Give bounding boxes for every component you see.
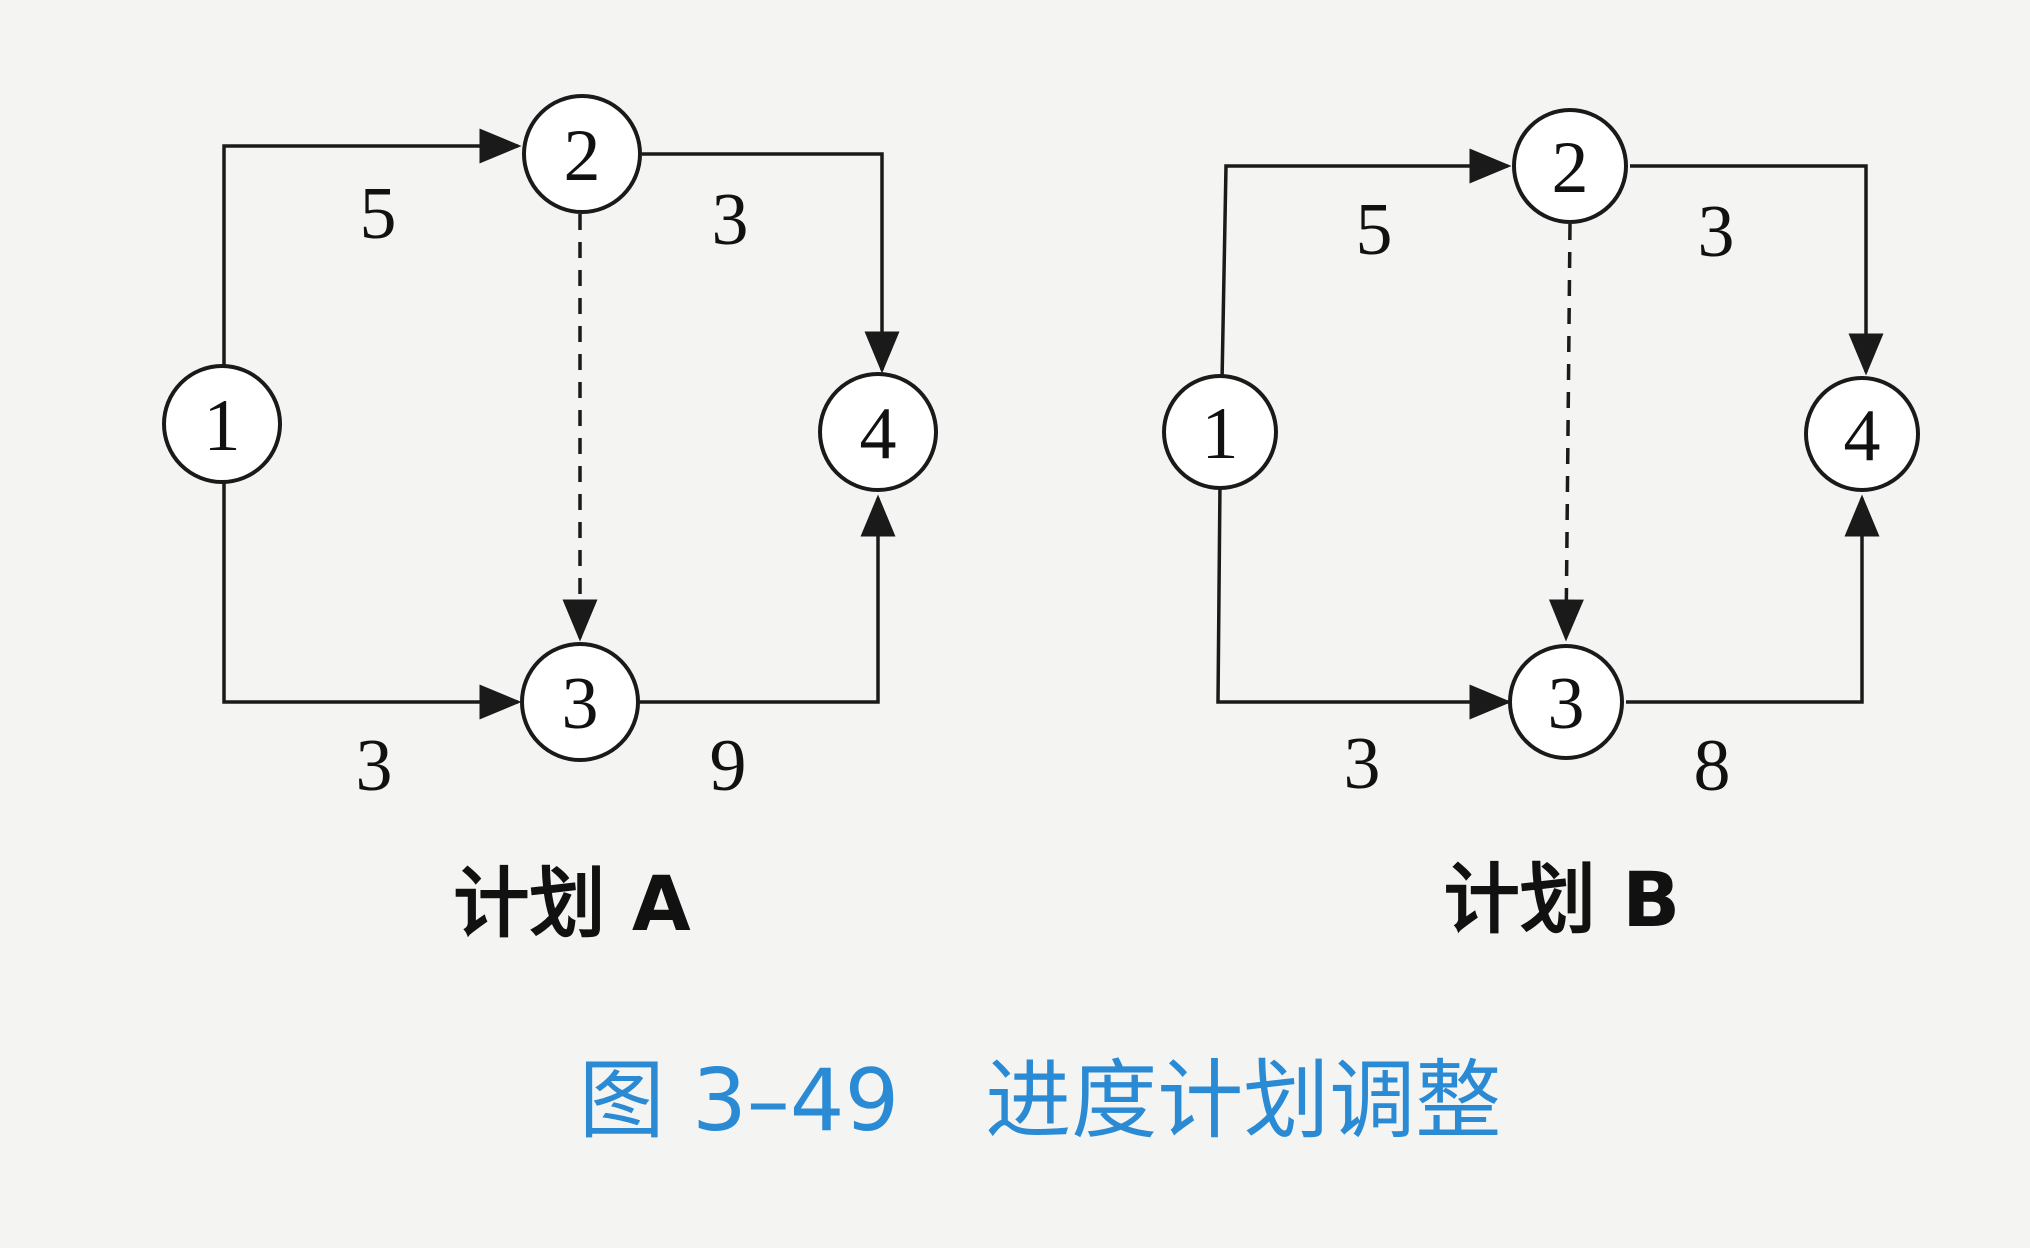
node-label: 2 — [1552, 127, 1589, 209]
plan-a-edge-3-4 — [638, 494, 896, 704]
plan-b-edge-1-3 — [1216, 481, 1512, 720]
plan-b-edge-1-2 — [1220, 148, 1512, 383]
plan-b-duration-1-2: 5 — [1356, 189, 1393, 271]
plan-a-caption: 计划 A — [453, 859, 690, 948]
plan-b-edge-3-4 — [1626, 494, 1880, 704]
plan-b-duration-3-4: 8 — [1694, 725, 1731, 807]
plan-a-node-1: 1 — [162, 364, 282, 484]
node-label: 4 — [1844, 395, 1881, 477]
plan-a-edge-1-2 — [222, 128, 522, 380]
plan-a-node-2: 2 — [522, 94, 642, 214]
plan-a-diagram: 1 2 3 4 5 3 3 9 计划 A — [162, 94, 938, 948]
node-label: 3 — [562, 663, 599, 745]
plan-b-edge-2-4 — [1630, 164, 1884, 376]
plan-b-duration-1-3: 3 — [1344, 723, 1381, 805]
plan-b-dummy-edge-2-3 — [1548, 223, 1584, 642]
plan-b-caption: 计划 B — [1444, 855, 1680, 944]
plan-a-duration-2-4: 3 — [712, 179, 749, 261]
plan-b-duration-2-4: 3 — [1698, 191, 1735, 273]
plan-a-edge-1-3 — [222, 480, 522, 720]
plan-a-node-4: 4 — [818, 372, 938, 492]
plan-b-node-4: 4 — [1804, 376, 1920, 492]
plan-a-duration-1-3: 3 — [356, 725, 393, 807]
plan-b-node-1: 1 — [1162, 374, 1278, 490]
plan-b-node-2: 2 — [1512, 108, 1628, 224]
node-label: 1 — [204, 385, 241, 467]
figure-caption: 图 3–49 进度计划调整 — [579, 1051, 1501, 1151]
node-label: 2 — [564, 115, 601, 197]
plan-b-node-3: 3 — [1508, 644, 1624, 760]
node-label: 1 — [1202, 393, 1239, 475]
plan-a-node-3: 3 — [520, 642, 640, 762]
node-label: 3 — [1548, 663, 1585, 745]
plan-a-edge-2-4 — [642, 152, 900, 374]
plan-a-duration-3-4: 9 — [710, 725, 747, 807]
plan-a-duration-1-2: 5 — [360, 173, 397, 255]
node-label: 4 — [860, 393, 897, 475]
plan-b-diagram: 1 2 3 4 5 3 3 8 计划 B — [1162, 108, 1920, 944]
